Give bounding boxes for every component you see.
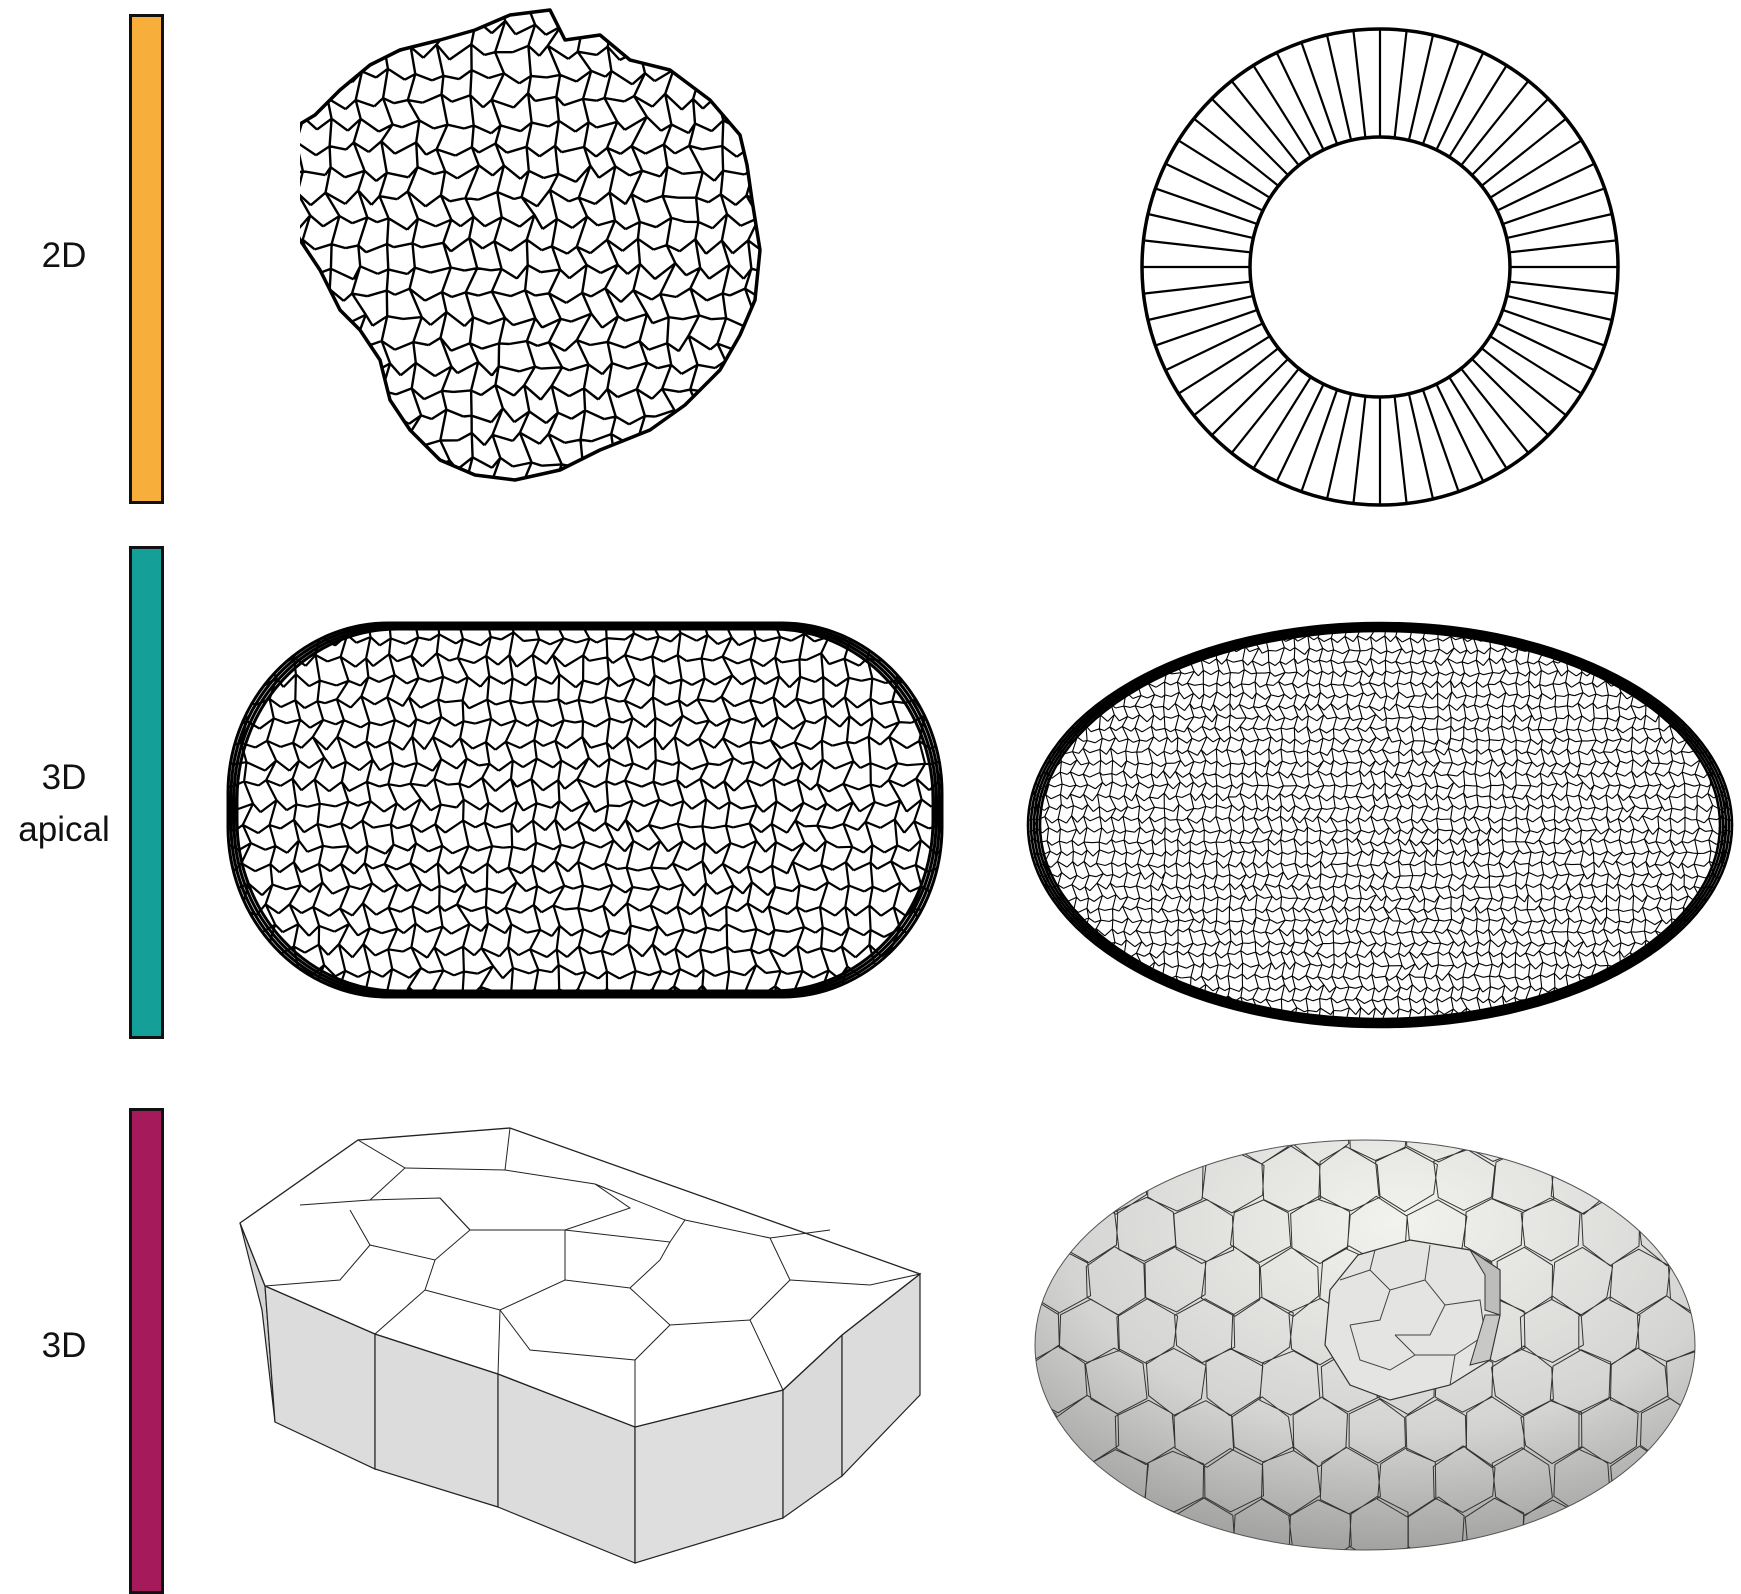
panel-3d-apical-capsule-mesh [220, 615, 950, 1005]
row-2d-label: 2D [41, 236, 87, 275]
row-3d-apical-color-bar [129, 546, 164, 1039]
panel-2d-voronoi-tissue [300, 0, 860, 530]
panel-2d-ring-tissue [1130, 20, 1630, 520]
panel-3d-hexagonal-prism-tissue [230, 1120, 940, 1580]
row-3d-apical-label: 3D apical [18, 758, 110, 849]
row-3d-label: 3D [41, 1326, 87, 1365]
row-3d-color-bar [129, 1108, 164, 1594]
panel-3d-hollow-ellipsoid-tissue [1030, 1130, 1700, 1570]
row-2d-color-bar [129, 14, 164, 504]
panel-3d-apical-ellipsoid-mesh [1020, 615, 1740, 1035]
